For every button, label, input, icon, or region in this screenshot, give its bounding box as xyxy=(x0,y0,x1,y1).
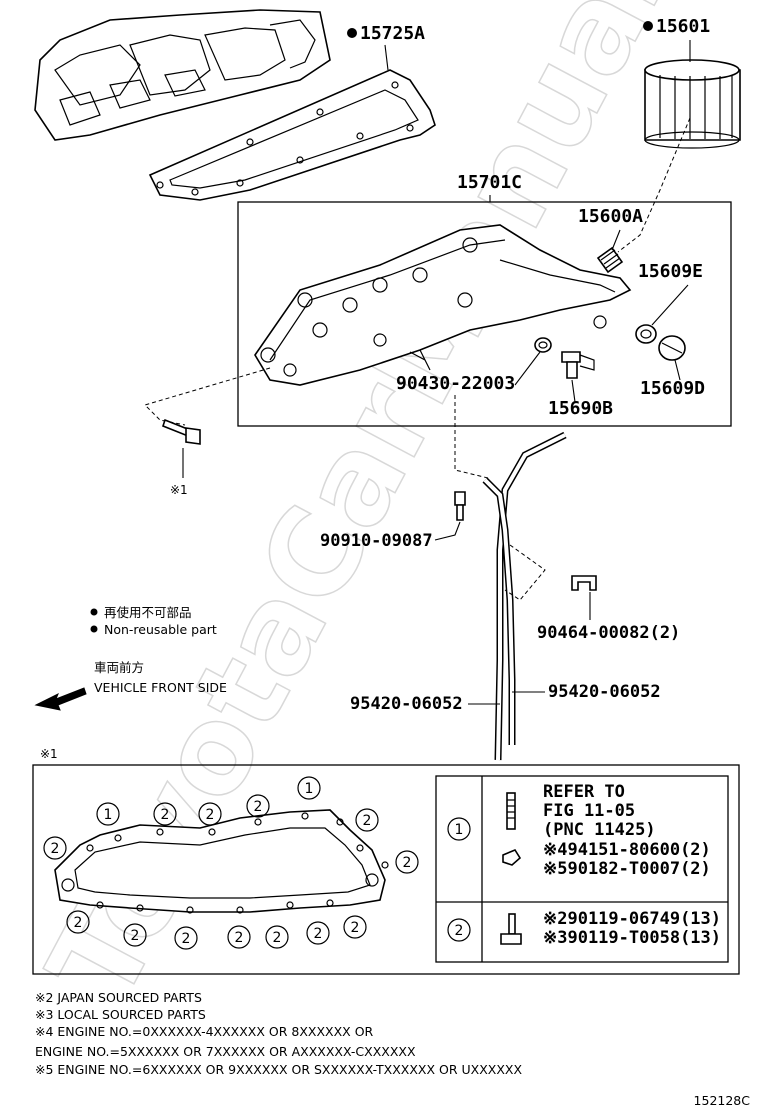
union-illustration xyxy=(596,246,624,274)
flange-bolt-icon xyxy=(500,913,522,945)
label-15600a: 15600A xyxy=(578,206,643,227)
label-90910-09087: 90910-09087 xyxy=(320,531,433,551)
front-arrow-icon xyxy=(34,687,87,711)
legend-en: Non-reusable part xyxy=(104,622,217,637)
bolt-x1-illustration xyxy=(162,418,201,445)
footnote-3: ※4 ENGINE NO.=0XXXXXX-4XXXXXX OR 8XXXXXX… xyxy=(35,1024,374,1039)
table-row1-line3: (PNC 11425) xyxy=(543,820,656,840)
label-90464-00082: 90464-00082(2) xyxy=(537,623,680,643)
svg-text:1: 1 xyxy=(305,781,314,797)
oil-filter-illustration xyxy=(644,59,741,149)
engine-block-illustration xyxy=(34,9,331,141)
svg-text:2: 2 xyxy=(182,931,191,947)
oil-cooler-assembly-box xyxy=(237,201,732,427)
label-95420-06052-right: 95420-06052 xyxy=(548,682,661,702)
non-reusable-marker-15601 xyxy=(643,21,653,31)
svg-text:2: 2 xyxy=(235,930,244,946)
gasket-callout-circles: 1 2 2 2 1 2 2 2 2 2 2 2 2 2 2 xyxy=(43,776,419,950)
callout-2: 2 xyxy=(174,926,198,950)
table-row2-line1: ※290119-06749(13) xyxy=(543,909,721,929)
callout-2: 2 xyxy=(43,836,67,860)
front-label-en: VEHICLE FRONT SIDE xyxy=(94,680,227,695)
label-15609e: 15609E xyxy=(638,261,703,282)
callout-2: 2 xyxy=(123,923,147,947)
table-row1-num: 1 xyxy=(455,822,464,838)
callout-2: 2 xyxy=(198,802,222,826)
figure-id: 152128C xyxy=(694,1093,751,1108)
oil-cooler-gasket-illustration xyxy=(148,69,436,201)
legend-jp: 再使用不可部品 xyxy=(104,605,192,620)
nut-icon xyxy=(502,849,522,866)
table-row1-line5: ※590182-T0007(2) xyxy=(543,859,711,879)
svg-text:2: 2 xyxy=(254,799,263,815)
non-reusable-marker-15725a xyxy=(347,28,357,38)
label-15725a: 15725A xyxy=(360,23,425,44)
footnote-5: ※5 ENGINE NO.=6XXXXXX OR 9XXXXXX OR SXXX… xyxy=(35,1062,522,1077)
table-row1-line1: REFER TO xyxy=(543,782,625,802)
svg-text:2: 2 xyxy=(273,930,282,946)
table-row2-line2: ※390119-T0058(13) xyxy=(543,928,721,948)
callout-2: 2 xyxy=(355,808,379,832)
plug-15690b-illustration xyxy=(561,351,595,379)
footnote-4: ENGINE NO.=5XXXXXX OR 7XXXXXX OR AXXXXXX… xyxy=(35,1044,416,1059)
callout-2: 2 xyxy=(227,925,251,949)
table-row2-num: 2 xyxy=(455,923,464,939)
svg-text:2: 2 xyxy=(363,813,372,829)
callout-2: 2 xyxy=(153,802,177,826)
label-95420-06052-left: 95420-06052 xyxy=(350,694,463,714)
detail-box xyxy=(32,764,740,975)
gasket-15609e-illustration xyxy=(635,324,657,344)
oil-hose-illustration xyxy=(482,431,567,761)
svg-text:2: 2 xyxy=(206,807,215,823)
callout-2: 2 xyxy=(265,925,289,949)
gasket-90430-illustration xyxy=(534,337,552,353)
table-row1-line2: FIG 11-05 xyxy=(543,801,635,821)
label-15690b: 15690B xyxy=(548,398,613,419)
front-label-jp: 車両前方 xyxy=(94,660,144,675)
callout-2: 2 xyxy=(246,794,270,818)
callout-1: 1 xyxy=(297,776,321,800)
label-15601: 15601 xyxy=(656,16,710,37)
bolt-90910-illustration xyxy=(454,491,466,521)
callout-1: 1 xyxy=(96,802,120,826)
oil-cooler-illustration xyxy=(254,224,632,386)
callout-2: 2 xyxy=(343,915,367,939)
legend-bullet-jp xyxy=(90,608,98,616)
fastener-table: 1 2 REFER TO FIG 11-05 (PNC 11425) ※4941… xyxy=(435,775,729,963)
svg-text:2: 2 xyxy=(403,855,412,871)
table-row1-line4: ※494151-80600(2) xyxy=(543,840,711,860)
detail-x1-label: ※1 xyxy=(40,747,58,761)
plug-15609d-illustration xyxy=(658,335,686,361)
stud-bolt-icon xyxy=(506,792,516,830)
svg-text:1: 1 xyxy=(104,807,113,823)
svg-text:2: 2 xyxy=(161,807,170,823)
callout-2: 2 xyxy=(306,921,330,945)
gasket-detail-illustration xyxy=(54,809,389,914)
callout-2: 2 xyxy=(66,910,90,934)
hose-clamp-illustration xyxy=(571,575,597,591)
footnote-2: ※3 LOCAL SOURCED PARTS xyxy=(35,1007,206,1022)
callout-2: 2 xyxy=(395,850,419,874)
footnote-1: ※2 JAPAN SOURCED PARTS xyxy=(35,990,202,1005)
svg-text:2: 2 xyxy=(131,928,140,944)
label-90430-22003: 90430-22003 xyxy=(396,373,515,394)
svg-text:2: 2 xyxy=(351,920,360,936)
svg-text:2: 2 xyxy=(314,926,323,942)
svg-text:2: 2 xyxy=(74,915,83,931)
label-15609d: 15609D xyxy=(640,378,705,399)
ref-x1-label: ※1 xyxy=(170,483,188,497)
label-15701c: 15701C xyxy=(457,172,522,193)
legend-bullet-en xyxy=(90,625,98,633)
svg-text:2: 2 xyxy=(51,841,60,857)
